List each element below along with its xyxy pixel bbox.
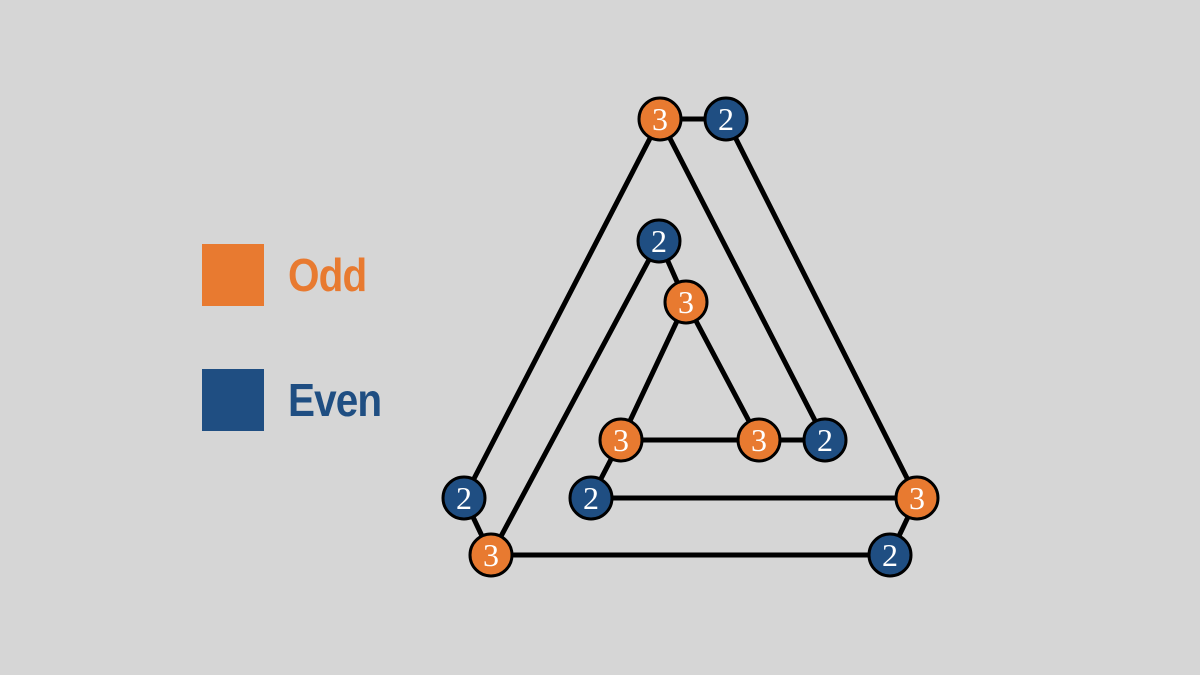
node-circle-even: [867, 532, 913, 578]
node-circle-even: [802, 417, 848, 463]
node-degree-label: 3: [678, 284, 694, 320]
edge-A-H: [461, 116, 663, 501]
edge-D-E: [618, 299, 689, 443]
node-G: 2: [802, 417, 848, 463]
node-circle-odd: [598, 417, 644, 463]
graph-edges: [461, 116, 920, 558]
legend-item-odd: Odd: [202, 244, 377, 306]
node-B: 2: [703, 96, 749, 142]
edge-D-F: [683, 299, 762, 443]
node-degree-label: 2: [583, 480, 599, 516]
legend-label-even: Even: [288, 374, 382, 426]
edge-A-G: [657, 116, 828, 443]
node-circle-even: [441, 475, 487, 521]
node-degree-label: 2: [651, 223, 667, 259]
node-degree-label: 2: [456, 480, 472, 516]
node-degree-label: 3: [652, 101, 668, 137]
node-D: 3: [663, 279, 709, 325]
legend-swatch-even: [202, 369, 264, 431]
node-degree-label: 2: [817, 422, 833, 458]
node-degree-label: 3: [613, 422, 629, 458]
node-circle-even: [568, 475, 614, 521]
node-degree-label: 3: [751, 422, 767, 458]
node-L: 2: [867, 532, 913, 578]
node-circle-odd: [736, 417, 782, 463]
node-K: 3: [468, 532, 514, 578]
node-degree-label: 3: [483, 537, 499, 573]
node-circle-odd: [894, 475, 940, 521]
legend-swatch-odd: [202, 244, 264, 306]
node-circle-even: [636, 218, 682, 264]
node-I: 2: [568, 475, 614, 521]
node-degree-label: 2: [718, 101, 734, 137]
node-H: 2: [441, 475, 487, 521]
node-circle-odd: [637, 96, 683, 142]
legend-item-even: Even: [202, 369, 394, 431]
node-F: 3: [736, 417, 782, 463]
node-J: 3: [894, 475, 940, 521]
node-E: 3: [598, 417, 644, 463]
legend-label-odd: Odd: [288, 249, 367, 301]
node-degree-label: 2: [882, 537, 898, 573]
edge-C-K: [488, 238, 662, 558]
node-circle-odd: [663, 279, 709, 325]
node-C: 2: [636, 218, 682, 264]
node-circle-even: [703, 96, 749, 142]
node-A: 3: [637, 96, 683, 142]
node-degree-label: 3: [909, 480, 925, 516]
node-circle-odd: [468, 532, 514, 578]
edge-B-J: [723, 116, 920, 501]
